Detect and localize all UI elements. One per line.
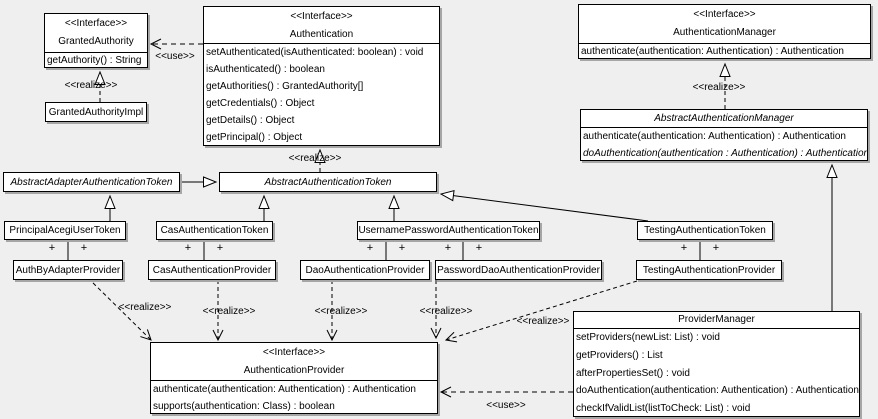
- plus-mark: +: [713, 242, 719, 254]
- class-name: TestingAuthenticationProvider: [642, 264, 776, 276]
- realize-testing-to-provider: [444, 280, 638, 343]
- method: getAuthorities() : GrantedAuthority[]: [206, 81, 364, 92]
- class-name: AuthenticationManager: [673, 27, 776, 38]
- class-granted-authority-impl: GrantedAuthorityImpl: [45, 102, 147, 122]
- generalization-edges: [104, 163, 838, 311]
- class-provider-manager: ProviderManager setProviders(newList: Li…: [573, 311, 860, 417]
- plus-mark: +: [399, 242, 405, 254]
- class-name: GrantedAuthority: [58, 36, 134, 47]
- class-testing-authentication-provider: TestingAuthenticationProvider: [636, 260, 782, 280]
- class-authentication-provider: <<Interface>> AuthenticationProvider aut…: [150, 342, 438, 414]
- realize-label: <<realize>>: [64, 80, 118, 91]
- method: getProviders() : List: [576, 349, 663, 361]
- realize-label: <<realize>>: [419, 306, 473, 317]
- stereotype-label: <<Interface>>: [64, 18, 128, 29]
- class-name: PrincipalAcegiUserToken: [9, 225, 121, 236]
- class-authentication: <<Interface>> Authentication setAuthenti…: [203, 6, 440, 146]
- realize-edges-triangle: [94, 62, 731, 172]
- realize-label: <<realize>>: [288, 153, 342, 164]
- stereotype-label: <<Interface>>: [262, 347, 326, 358]
- class-auth-by-adapter-provider: AuthByAdapterProvider: [13, 260, 123, 280]
- method: authenticate(authentication: Authenticat…: [153, 384, 416, 395]
- class-abstract-authentication-manager: AbstractAuthenticationManager authentica…: [580, 109, 868, 161]
- method: authenticate(authentication: Authenticat…: [583, 131, 846, 142]
- plus-mark: +: [681, 242, 687, 254]
- class-name: AbstractAuthenticationToken: [264, 176, 392, 188]
- gen-testing-token-to-abstract-token: [439, 189, 649, 222]
- realize-label: <<realize>>: [692, 82, 746, 93]
- realize-edges-vee: [87, 277, 638, 343]
- class-cas-authentication-token: CasAuthenticationToken: [156, 221, 273, 240]
- association-plus-marks: + + + + + + + + + +: [49, 242, 719, 254]
- class-name: Authentication: [289, 29, 354, 40]
- class-name: UsernamePasswordAuthenticationToken: [358, 225, 539, 236]
- realize-label: <<realize>>: [314, 306, 368, 317]
- realize-authbyadapter-to-provider: [87, 277, 152, 341]
- class-name: CasAuthenticationToken: [160, 225, 269, 236]
- class-testing-authentication-token: TestingAuthenticationToken: [637, 221, 773, 240]
- method: isAuthenticated() : boolean: [206, 64, 325, 75]
- realize-label: <<realize>>: [516, 316, 570, 327]
- method: doAuthentication(authentication: Authent…: [576, 385, 859, 397]
- class-name: TestingAuthenticationToken: [644, 225, 766, 236]
- plus-mark: +: [81, 242, 87, 254]
- class-abstract-adapter-authentication-token: AbstractAdapterAuthenticationToken: [3, 172, 180, 192]
- class-name: AuthenticationProvider: [243, 365, 345, 376]
- class-name: AbstractAdapterAuthenticationToken: [10, 176, 173, 188]
- use-label: <<use>>: [486, 400, 526, 411]
- class-name: CasAuthenticationProvider: [152, 264, 272, 276]
- class-authentication-manager: <<Interface>> AuthenticationManager auth…: [578, 4, 871, 59]
- method: checkIfValidList(listToCheck: List) : vo…: [576, 403, 751, 415]
- plus-mark: +: [185, 242, 191, 254]
- stereotype-label: <<Interface>>: [693, 9, 756, 20]
- class-username-password-authentication-token: UsernamePasswordAuthenticationToken: [357, 221, 540, 240]
- class-password-dao-authentication-provider: PasswordDaoAuthenticationProvider: [435, 260, 602, 280]
- class-name: AuthByAdapterProvider: [15, 264, 121, 276]
- method: afterPropertiesSet() : void: [576, 367, 690, 379]
- method: getPrincipal() : Object: [206, 132, 303, 143]
- use-label: <<use>>: [155, 51, 195, 62]
- plus-mark: +: [367, 242, 373, 254]
- method-abstract: doAuthentication(authentication : Authen…: [583, 148, 867, 159]
- class-name: ProviderManager: [678, 314, 755, 325]
- realize-label: <<realize>>: [118, 302, 172, 313]
- plus-mark: +: [445, 242, 451, 254]
- class-name: DaoAuthenticationProvider: [305, 264, 425, 276]
- method: getAuthority() : String: [47, 55, 142, 66]
- class-dao-authentication-provider: DaoAuthenticationProvider: [300, 260, 430, 280]
- class-name: GrantedAuthorityImpl: [48, 106, 144, 118]
- stereotype-label: <<Interface>>: [290, 11, 353, 22]
- plus-mark: +: [49, 242, 55, 254]
- class-abstract-authentication-token: AbstractAuthenticationToken: [219, 172, 437, 192]
- plus-mark: +: [476, 242, 482, 254]
- plus-mark: +: [217, 242, 223, 254]
- class-name: PasswordDaoAuthenticationProvider: [437, 264, 600, 276]
- method: setProviders(newList: List) : void: [576, 332, 720, 343]
- method: supports(authentication: Class) : boolea…: [153, 401, 335, 412]
- class-granted-authority: <<Interface>> GrantedAuthority getAuthor…: [44, 13, 148, 68]
- method: getCredentials() : Object: [206, 98, 315, 109]
- class-principal-acegi-user-token: PrincipalAcegiUserToken: [4, 221, 126, 240]
- method: getDetails() : Object: [206, 115, 295, 126]
- use-edges: [149, 38, 573, 398]
- class-name: AbstractAuthenticationManager: [654, 113, 794, 124]
- realize-label: <<realize>>: [202, 306, 256, 317]
- class-cas-authentication-provider: CasAuthenticationProvider: [148, 260, 276, 280]
- method: setAuthenticated(isAuthenticated: boolea…: [206, 47, 424, 58]
- method: authenticate(authentication: Authenticat…: [581, 46, 844, 57]
- association-edges: [67, 240, 701, 261]
